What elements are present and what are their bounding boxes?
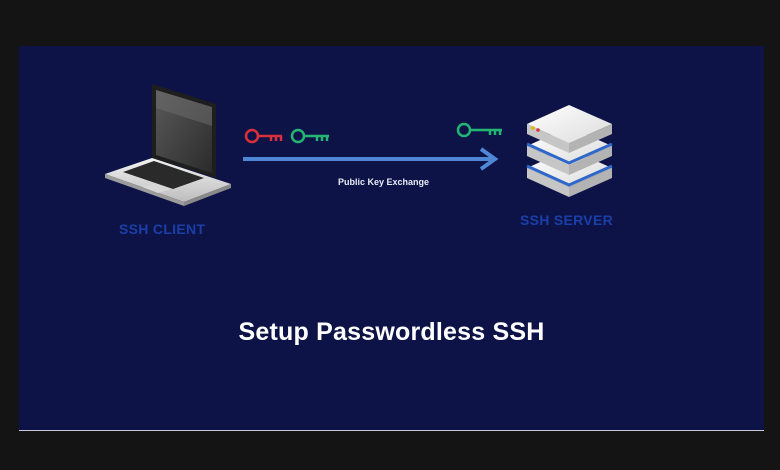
ssh-server-label: SSH SERVER <box>520 212 613 228</box>
slide-title: Setup Passwordless SSH <box>238 318 545 346</box>
arrow-label: Public Key Exchange <box>338 177 430 187</box>
public-key-icon <box>456 122 502 138</box>
private-key-icon <box>244 128 283 144</box>
slide-panel: SSH CLIENT SSH SERVER Public Key Exchang… <box>19 46 764 431</box>
exchange-arrow <box>243 147 499 171</box>
public-key-icon <box>290 128 329 144</box>
server-icon <box>526 105 613 197</box>
ssh-client-label: SSH CLIENT <box>119 221 206 237</box>
laptop-icon <box>105 84 231 206</box>
ssh-diagram <box>105 84 613 206</box>
